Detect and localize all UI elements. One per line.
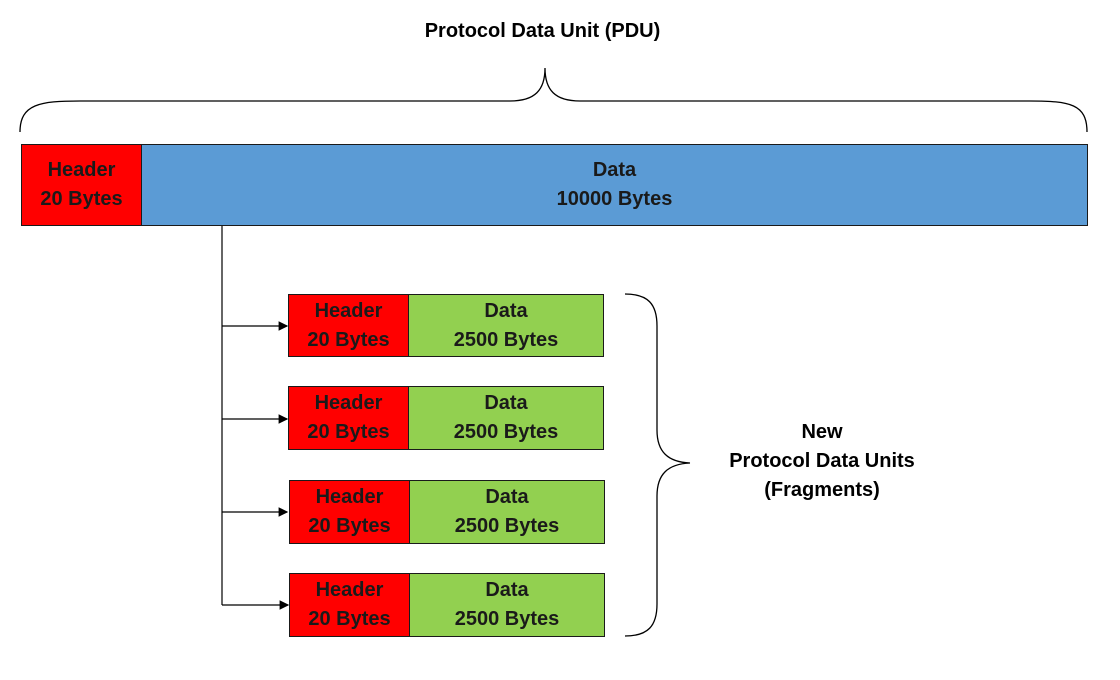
fragment-header-size: 20 Bytes — [308, 608, 391, 630]
fragment-3-header-box: Header 20 Bytes — [289, 480, 410, 544]
pdu-header-box: Header 20 Bytes — [21, 144, 142, 226]
pdu-data-label: Data — [592, 159, 637, 181]
fragment-header-size: 20 Bytes — [307, 328, 390, 351]
fragment-data-size: 2500 Bytes — [454, 515, 560, 537]
fragment-3-data-box: Data 2500 Bytes — [409, 480, 605, 544]
pdu-data-box: Data 10000 Bytes — [141, 144, 1088, 226]
fragment-header-label: Header — [315, 486, 384, 508]
fragment-data-label: Data — [484, 299, 528, 322]
fragment-4-header-box: Header 20 Bytes — [289, 573, 410, 637]
diagram-title: Protocol Data Unit (PDU) — [424, 20, 661, 42]
fragment-data-size: 2500 Bytes — [454, 608, 560, 630]
fragment-1-header-box: Header 20 Bytes — [288, 294, 409, 357]
fragment-4-data-box: Data 2500 Bytes — [409, 573, 605, 637]
fragment-2-header-box: Header 20 Bytes — [288, 386, 409, 450]
fragment-data-label: Data — [485, 579, 529, 601]
fragment-header-label: Header — [314, 392, 383, 414]
pdu-header-size: 20 Bytes — [40, 188, 123, 210]
fragments-label-line-2: Protocol Data Units — [729, 450, 915, 472]
fragment-data-size: 2500 Bytes — [453, 421, 559, 443]
fragment-header-label: Header — [314, 299, 383, 322]
fragments-label: New Protocol Data Units (Fragments) — [712, 418, 932, 505]
pdu-header-label: Header — [47, 159, 116, 181]
fragment-data-label: Data — [484, 392, 528, 414]
fragment-header-size: 20 Bytes — [308, 515, 391, 537]
fragments-label-line-3: (Fragments) — [764, 479, 880, 501]
fragment-header-size: 20 Bytes — [307, 421, 390, 443]
fragments-brace — [624, 293, 691, 637]
fragments-label-line-1: New — [801, 421, 843, 443]
fragment-2-data-box: Data 2500 Bytes — [408, 386, 604, 450]
fragment-data-label: Data — [485, 486, 529, 508]
pdu-data-size: 10000 Bytes — [556, 188, 673, 210]
fragment-data-size: 2500 Bytes — [453, 328, 559, 351]
fragment-1-data-box: Data 2500 Bytes — [408, 294, 604, 357]
pdu-brace — [19, 67, 1088, 133]
fragment-header-label: Header — [315, 579, 384, 601]
